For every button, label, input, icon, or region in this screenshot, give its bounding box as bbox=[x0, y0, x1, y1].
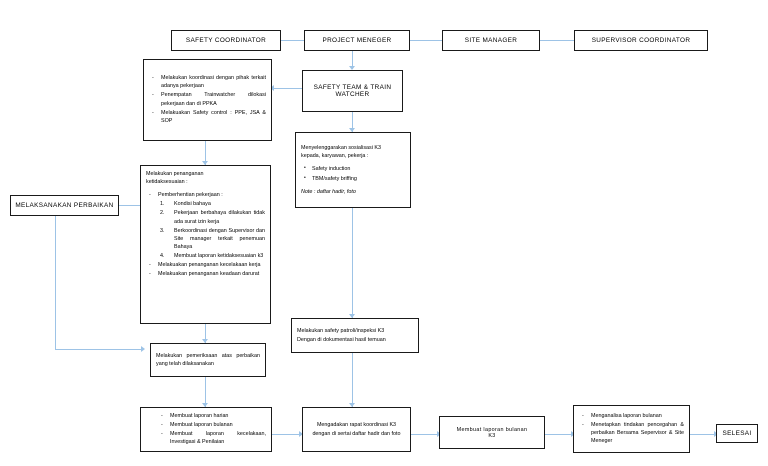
patroli-content: Melakukan safety patroli/inspeksi K3 Den… bbox=[292, 323, 418, 347]
melaksanakan-perbaikan-label: MELAKSANAKAN PERBAIKAN bbox=[15, 202, 114, 209]
arrow-tasks-down bbox=[202, 161, 208, 165]
laporan-item: Membuat laporan harian bbox=[158, 412, 266, 420]
role-box-project-meneger[interactable]: PROJECT MENEGER bbox=[304, 30, 410, 51]
rapat-koordinasi-box[interactable]: Mengadakan rapat koordinasi K3 dengan di… bbox=[302, 407, 411, 452]
sosialisasi-content: Menyelenggarakan sosialisasi K3 kepada, … bbox=[296, 140, 410, 200]
role-box-supervisor-coordinator[interactable]: SUPERVISOR COORDINATOR bbox=[574, 30, 708, 51]
penanganan-title-line2: ketidaksesuaian : bbox=[146, 179, 188, 186]
coordination-tasks-box[interactable]: Melakukan koordinasi dengan pihak terkai… bbox=[143, 59, 272, 141]
laporan-bulanan-line1: Membuat laporan bulanan bbox=[456, 426, 528, 433]
sosialisasi-note: Note : daftar hadir, foto bbox=[301, 188, 356, 195]
connector-analisa-to-selesai bbox=[690, 434, 716, 436]
connector-rapat-to-bulanan bbox=[411, 434, 439, 436]
arrow-safetyteam-down bbox=[349, 128, 355, 132]
connector-tasks-down bbox=[205, 141, 207, 165]
penanganan-numbered-item: Membuat laporan ketidaksesuaian k3 bbox=[160, 252, 264, 260]
analisa-item: Menganalisa laporan bulanan bbox=[579, 412, 684, 420]
pemeriksaan-perbaikan-box[interactable]: Melakukan pemeriksaan atas perbaikan yan… bbox=[150, 343, 266, 377]
melaksanakan-perbaikan-box[interactable]: MELAKSANAKAN PERBAIKAN bbox=[10, 195, 119, 216]
connector-sc-to-pm bbox=[281, 40, 315, 42]
role-label-project-meneger: PROJECT MENEGER bbox=[322, 37, 392, 44]
penanganan-numbered-item: Berkoordinasi dengan Supervisor dan Site… bbox=[160, 227, 265, 250]
penanganan-numbered-item: Kondisi bahaya bbox=[160, 200, 211, 208]
coordination-task-item: Melakukan koordinasi dengan pihak terkai… bbox=[149, 74, 266, 90]
connector-laporan-to-rapat bbox=[272, 434, 302, 436]
coordination-tasks-content: Melakukan koordinasi dengan pihak terkai… bbox=[144, 70, 271, 130]
sosialisasi-box[interactable]: Menyelenggarakan sosialisasi K3 kepada, … bbox=[295, 132, 411, 208]
laporan-content: Membuat laporan harian Membuat laporan b… bbox=[141, 408, 271, 451]
sosialisasi-intro-line2: kepada, karyawan, pekerja : bbox=[301, 153, 369, 160]
connector-sm-to-supc bbox=[540, 40, 575, 42]
analisa-laporan-box[interactable]: Menganalisa laporan bulanan Menetapkan t… bbox=[573, 405, 690, 453]
penanganan-ketidaksesuaian-box[interactable]: Melakukan penanganan ketidaksesuaian : P… bbox=[140, 165, 271, 324]
arrow-pm-down bbox=[349, 66, 355, 70]
arrow-rapat-right bbox=[299, 431, 303, 437]
connector-pm-down bbox=[352, 50, 354, 69]
patroli-line2: Dengan di dokumentasi hasil temuan bbox=[297, 336, 386, 343]
coordination-task-item: Penempatan Trainwatcher dilokasi pekerja… bbox=[149, 91, 266, 107]
penanganan-dash-item: Pemberhentian pekerjaan : bbox=[146, 191, 265, 199]
selesai-label: SELESAI bbox=[722, 430, 752, 437]
sosialisasi-bullet: Safety induction bbox=[301, 165, 405, 173]
penanganan-dash-item: Melakuakan penanganan keadaan darurat bbox=[146, 270, 265, 278]
connector-patroli-down bbox=[352, 353, 354, 407]
arrow-safetyteam-left bbox=[270, 85, 274, 91]
selesai-box[interactable]: SELESAI bbox=[716, 424, 758, 443]
laporan-box[interactable]: Membuat laporan harian Membuat laporan b… bbox=[140, 407, 272, 452]
penanganan-content: Melakukan penanganan ketidaksesuaian : P… bbox=[141, 166, 270, 283]
arrow-pemeriksaan-down bbox=[202, 403, 208, 407]
role-label-site-manager: SITE MANAGER bbox=[464, 37, 518, 44]
connector-sosialisasi-down bbox=[352, 208, 354, 318]
connector-bulanan-to-analisa bbox=[545, 434, 573, 436]
penanganan-title-line1: Melakukan penanganan bbox=[146, 171, 204, 177]
role-label-safety-coordinator: SAFETY COORDINATOR bbox=[185, 37, 267, 44]
laporan-bulanan-line2: K3 bbox=[488, 432, 496, 439]
safety-team-box[interactable]: SAFETY TEAM & TRAIN WATCHER bbox=[302, 70, 403, 112]
role-label-supervisor-coordinator: SUPERVISOR COORDINATOR bbox=[591, 37, 691, 44]
safety-patroli-box[interactable]: Melakukan safety patroli/inspeksi K3 Den… bbox=[291, 318, 419, 353]
rapat-text: Mengadakan rapat koordinasi K3 dengan di… bbox=[312, 422, 401, 437]
role-box-safety-coordinator[interactable]: SAFETY COORDINATOR bbox=[171, 30, 281, 51]
coordination-task-item: Melakuakan Safety control : PPE, JSA & S… bbox=[149, 109, 266, 125]
analisa-content: Menganalisa laporan bulanan Menetapkan t… bbox=[574, 408, 689, 450]
arrow-patroli-down bbox=[349, 403, 355, 407]
connector-perbaikan-down bbox=[55, 216, 57, 349]
connector-pm-to-sm bbox=[410, 40, 445, 42]
connector-safetyteam-down bbox=[352, 112, 354, 132]
sosialisasi-bullet: TBM/safety briffing bbox=[301, 175, 405, 183]
safety-team-line2: WATCHER bbox=[335, 91, 370, 98]
laporan-item: Membuat laporan bulanan bbox=[158, 421, 266, 429]
arrow-pemeriksaan-right bbox=[141, 346, 145, 352]
arrow-sosialisasi-down bbox=[349, 314, 355, 318]
role-box-site-manager[interactable]: SITE MANAGER bbox=[442, 30, 540, 51]
connector-pemeriksaan-down bbox=[205, 377, 207, 407]
connector-safetyteam-to-tasks bbox=[272, 88, 302, 90]
penanganan-numbered-item: Pekerjaan berbahaya dilakukan tidak ada … bbox=[160, 209, 265, 225]
analisa-item: Menetapkan tindakan pencegahan & perbaik… bbox=[579, 421, 684, 445]
arrow-penanganan-down bbox=[202, 339, 208, 343]
laporan-item: Membuat laporan kecelakaan, Investigasi … bbox=[158, 430, 266, 446]
safety-team-line1: SAFETY TEAM & TRAIN bbox=[313, 84, 392, 91]
penanganan-dash-item: Melakuakan penanganan kecelakaan kerja bbox=[146, 261, 265, 269]
connector-penanganan-down bbox=[205, 324, 207, 343]
connector-perbaikan-to-pemeriksaan bbox=[55, 349, 143, 351]
laporan-bulanan-box[interactable]: Membuat laporan bulanan K3 bbox=[439, 416, 545, 449]
patroli-line1: Melakukan safety patroli/inspeksi K3 bbox=[297, 328, 385, 335]
sosialisasi-intro-line1: Menyelenggarakan sosialisasi K3 bbox=[301, 145, 382, 152]
pemeriksaan-text: Melakukan pemeriksaan atas perbaikan yan… bbox=[156, 352, 260, 367]
